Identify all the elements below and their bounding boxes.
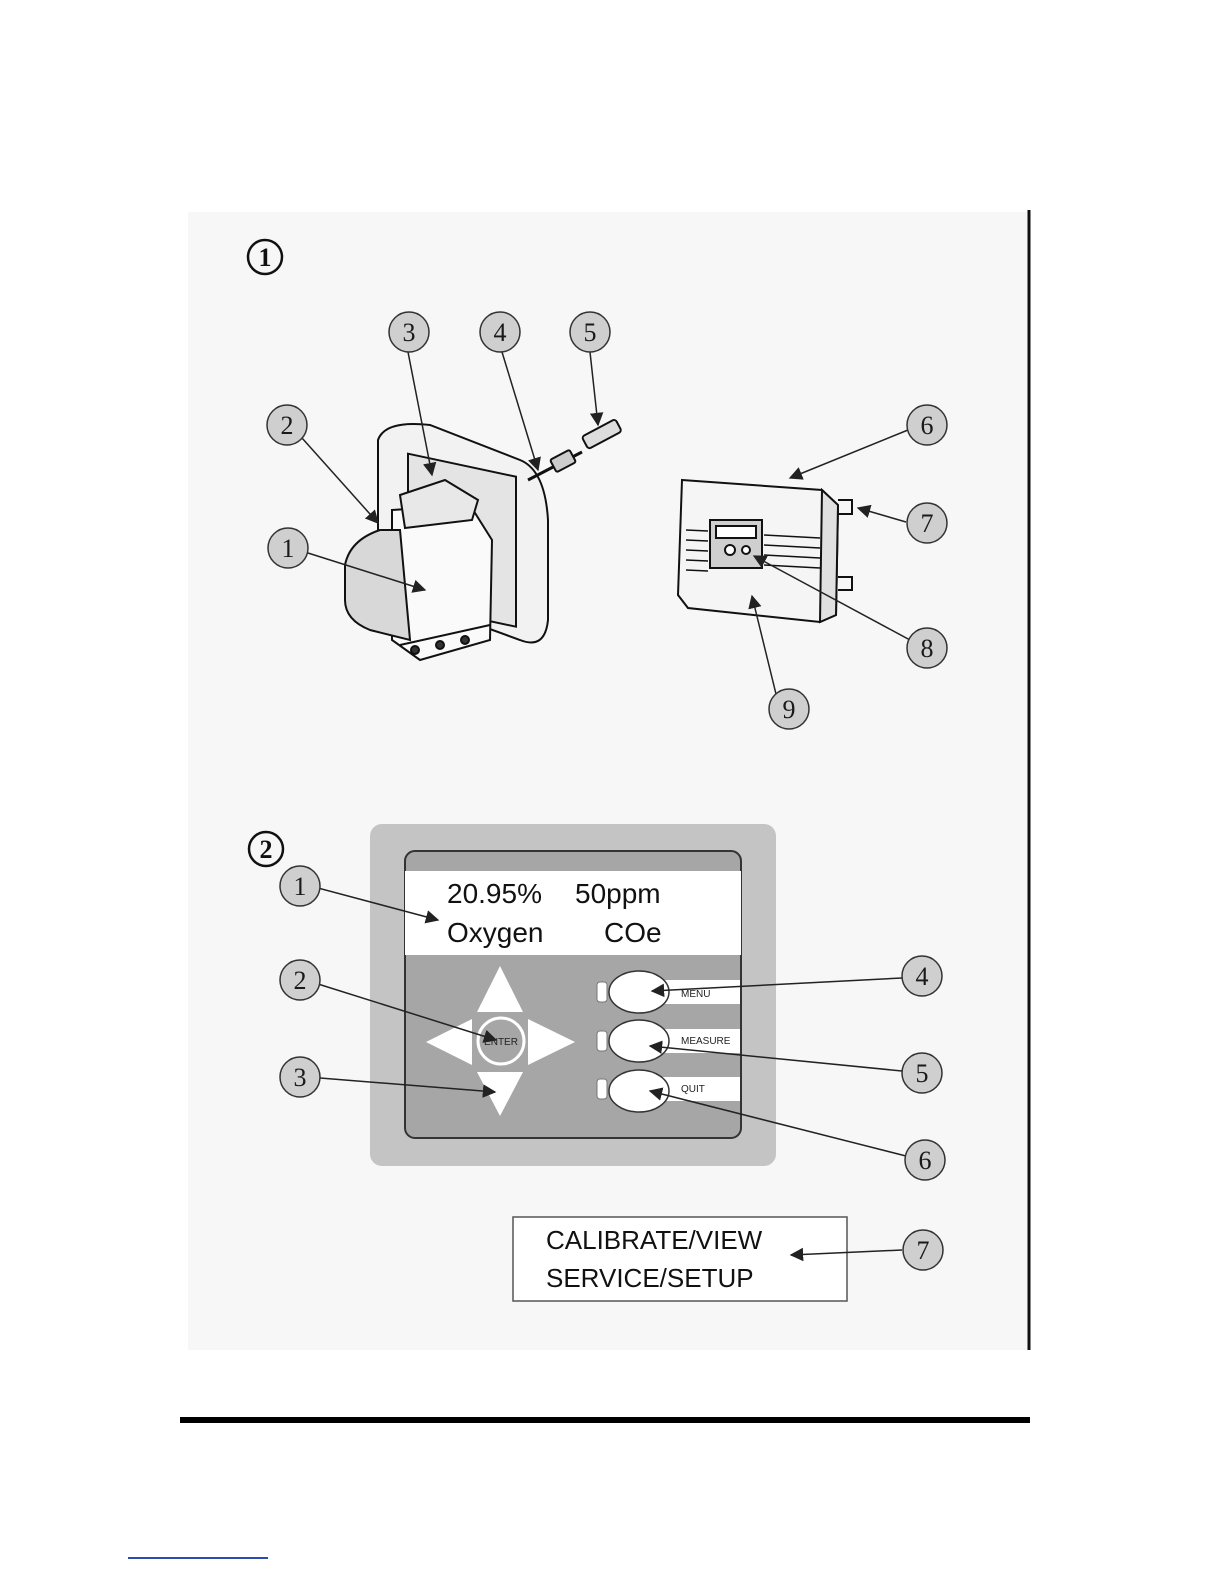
- callout-8: 8: [907, 628, 947, 668]
- svg-text:5: 5: [916, 1059, 929, 1088]
- keypad-button-icon: [725, 545, 735, 555]
- control-unit-side: [820, 490, 838, 622]
- callout-2: 2: [267, 405, 307, 445]
- display-oxygen-value: 20.95%: [447, 878, 542, 909]
- cable-gland: [436, 641, 444, 649]
- callout-2-6: 6: [905, 1140, 945, 1180]
- quit-button[interactable]: [609, 1070, 669, 1112]
- keypad-button-icon: [742, 546, 750, 554]
- figure-2-number: 2: [260, 835, 273, 864]
- menu-led: [597, 982, 607, 1002]
- callout-9: 9: [769, 689, 809, 729]
- svg-text:4: 4: [494, 318, 507, 347]
- svg-text:7: 7: [917, 1236, 930, 1265]
- display-oxygen-label: Oxygen: [447, 917, 544, 948]
- quit-led: [597, 1079, 607, 1099]
- callout-2-5: 5: [902, 1053, 942, 1093]
- menu-button[interactable]: [609, 971, 669, 1013]
- svg-text:3: 3: [403, 318, 416, 347]
- svg-text:6: 6: [919, 1146, 932, 1175]
- menu-button-label: MENU: [681, 989, 710, 1000]
- function-keys: MENU MEASURE QUIT: [597, 971, 740, 1112]
- svg-text:4: 4: [916, 962, 929, 991]
- callout-2-3: 3: [280, 1057, 320, 1097]
- cable-gland: [461, 636, 469, 644]
- menu-option-service: SERVICE/SETUP: [546, 1263, 754, 1293]
- measure-button-label: MEASURE: [681, 1036, 731, 1047]
- enter-button-label: ENTER: [484, 1037, 518, 1048]
- callout-4: 4: [480, 312, 520, 352]
- svg-text:6: 6: [921, 411, 934, 440]
- callout-1: 1: [268, 528, 308, 568]
- scan-background: [188, 212, 1028, 1350]
- svg-text:5: 5: [584, 318, 597, 347]
- svg-text:3: 3: [294, 1063, 307, 1092]
- callout-2-1: 1: [280, 866, 320, 906]
- svg-text:1: 1: [282, 534, 295, 563]
- callout-5: 5: [570, 312, 610, 352]
- callout-7: 7: [907, 503, 947, 543]
- callout-3: 3: [389, 312, 429, 352]
- callout-2-7: 7: [903, 1230, 943, 1270]
- control-unit-drawing: [678, 480, 852, 622]
- control-unit-display: [716, 526, 756, 538]
- menu-option-calibrate: CALIBRATE/VIEW: [546, 1225, 763, 1255]
- callout-2-2: 2: [280, 960, 320, 1000]
- svg-text:2: 2: [281, 411, 294, 440]
- svg-text:2: 2: [294, 966, 307, 995]
- figure-1-number: 1: [259, 243, 272, 272]
- callout-6: 6: [907, 405, 947, 445]
- svg-text:1: 1: [294, 872, 307, 901]
- display-co-label: COe: [604, 917, 662, 948]
- svg-text:9: 9: [783, 695, 796, 724]
- measure-led: [597, 1031, 607, 1051]
- svg-text:8: 8: [921, 634, 934, 663]
- cable-gland: [411, 646, 419, 654]
- callout-2-4: 4: [902, 956, 942, 996]
- quit-button-label: QUIT: [681, 1084, 705, 1095]
- measure-button[interactable]: [609, 1020, 669, 1062]
- svg-text:7: 7: [921, 509, 934, 538]
- display-co-value: 50ppm: [575, 878, 661, 909]
